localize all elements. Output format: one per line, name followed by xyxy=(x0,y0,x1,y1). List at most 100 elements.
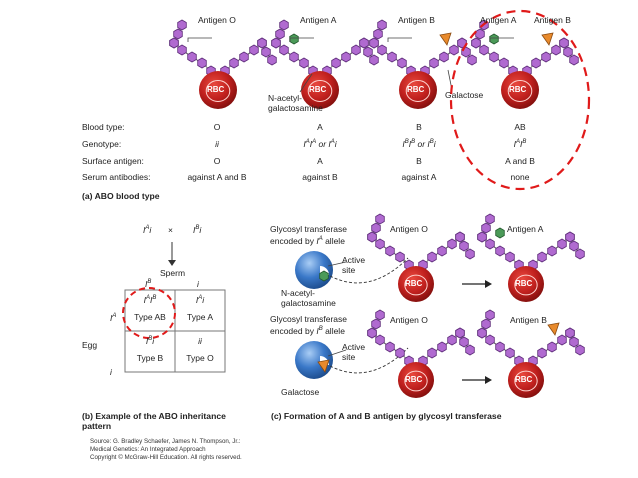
blood-type-a: A xyxy=(317,122,323,132)
row-label-genotype: Genotype: xyxy=(82,139,122,149)
sugar-hexagon xyxy=(569,240,579,252)
rbc-label: RBC xyxy=(407,85,425,94)
cross-parent-1: IAi xyxy=(143,225,152,235)
sugar-hexagon xyxy=(367,231,377,243)
rbc-center-ring xyxy=(507,80,533,102)
sugar-hexagon xyxy=(173,28,183,40)
active-site-pointer xyxy=(327,349,347,357)
sugar-hexagon xyxy=(369,54,379,66)
sugar-hexagon xyxy=(459,240,469,252)
active-site-pointer xyxy=(327,261,347,267)
sugar-hexagon xyxy=(387,51,397,63)
rbc-center-ring xyxy=(404,370,428,392)
antigen-b-label-ab: Antigen B xyxy=(534,15,571,25)
sugar-hexagon xyxy=(541,51,551,63)
punnett-cell-b: IBi Type B xyxy=(136,336,164,363)
punnett-cell-a: IAi Type A xyxy=(187,295,213,322)
sugar-hexagon xyxy=(485,213,495,225)
genotype-o: ii xyxy=(215,139,219,149)
sugar-hexagon xyxy=(481,222,491,234)
sugar-hexagon xyxy=(565,327,575,339)
row-label-serum-antibodies: Serum antibodies: xyxy=(82,172,151,182)
rbc-cell xyxy=(398,362,434,398)
sugar-hexagon xyxy=(505,251,515,263)
sugar-hexagon xyxy=(257,37,267,49)
galactose-triangle xyxy=(439,32,452,46)
sugar-hexagon xyxy=(495,341,505,353)
sugar-hexagon xyxy=(197,57,207,69)
caption-a: (a) ABO blood type xyxy=(82,191,160,201)
rbc-cell xyxy=(508,266,544,302)
galactose-triangle xyxy=(317,359,330,373)
sugar-hexagon xyxy=(537,347,547,359)
sugar-hexagon xyxy=(341,51,351,63)
antigen-a-label-c: Antigen A xyxy=(507,224,544,234)
transfer-arrow-dashed xyxy=(329,257,409,284)
sugar-hexagon xyxy=(373,28,383,40)
antigen-bracket xyxy=(387,37,412,42)
cross-times: × xyxy=(168,225,173,235)
rbc-label: RBC xyxy=(515,375,533,384)
sugar-hexagon xyxy=(485,309,495,321)
rbc-label: RBC xyxy=(509,85,527,94)
blood-type-ab: AB xyxy=(514,122,526,132)
blood-type-o: O xyxy=(213,122,221,132)
sugar-hexagon xyxy=(575,248,585,260)
egg-allele-ia: IA xyxy=(110,313,117,323)
rbc-label: RBC xyxy=(207,85,225,94)
antibodies-ab: none xyxy=(510,172,530,182)
sugar-hexagon xyxy=(481,318,491,330)
antigen-bracket xyxy=(489,37,514,42)
sugar-hexagon xyxy=(369,37,379,49)
antigen-o-label: Antigen O xyxy=(198,15,236,25)
nag-label-a: N-acetyl-galactosamine xyxy=(268,93,323,113)
sugar-hexagon xyxy=(557,334,567,346)
antigen-a-label: Antigen A xyxy=(300,15,337,25)
rbc-cell xyxy=(508,362,544,398)
sugar-hexagon xyxy=(275,28,285,40)
reaction-arrowhead xyxy=(485,280,492,288)
antigen-bracket xyxy=(187,37,212,42)
sugar-hexagon xyxy=(267,54,277,66)
sugar-hexagon xyxy=(477,231,487,243)
sugar-hexagon xyxy=(279,19,289,31)
cross-parent-2: IBi xyxy=(193,225,202,235)
egg-allele-i: i xyxy=(110,367,112,377)
sugar-hexagon xyxy=(563,46,573,58)
sugar-hexagon xyxy=(575,344,585,356)
rbc-center-ring xyxy=(405,80,431,102)
row-label-surface-antigen: Surface antigen: xyxy=(82,156,144,166)
egg-label: Egg xyxy=(82,340,98,350)
sugar-hexagon xyxy=(485,334,495,346)
source-credit: Source: G. Bradley Schaefer, James N. Th… xyxy=(90,438,242,461)
rbc-cell xyxy=(199,71,237,109)
n-acetylgalactosamine-hexagon xyxy=(319,270,329,282)
sugar-hexagon xyxy=(531,57,541,69)
antibodies-a: against B xyxy=(302,172,338,182)
sugar-hexagon xyxy=(551,44,561,56)
rbc-cell xyxy=(301,71,339,109)
rbc-center-ring xyxy=(514,274,538,296)
sugar-hexagon xyxy=(363,46,373,58)
panel-c-graphics xyxy=(295,213,585,398)
genotype-b: IBIB or IBi xyxy=(402,139,436,149)
genotype-ab: IAIB xyxy=(513,139,527,149)
sugar-hexagon xyxy=(331,57,341,69)
sugar-hexagon xyxy=(375,309,385,321)
blood-type-b: B xyxy=(416,122,422,132)
surface-antigen-b: B xyxy=(416,156,422,166)
punnett-cell-o: ii Type O xyxy=(186,336,214,363)
sugar-hexagon xyxy=(375,334,385,346)
sugar-hexagon xyxy=(351,44,361,56)
sugar-hexagon xyxy=(271,37,281,49)
sugar-hexagon xyxy=(239,51,249,63)
sugar-hexagon xyxy=(447,334,457,346)
sugar-hexagon xyxy=(569,336,579,348)
ab-cell-highlight xyxy=(122,287,176,339)
sugar-hexagon xyxy=(439,51,449,63)
sugar-hexagon xyxy=(429,57,439,69)
rbc-center-ring xyxy=(514,370,538,392)
sugar-hexagon xyxy=(485,238,495,250)
